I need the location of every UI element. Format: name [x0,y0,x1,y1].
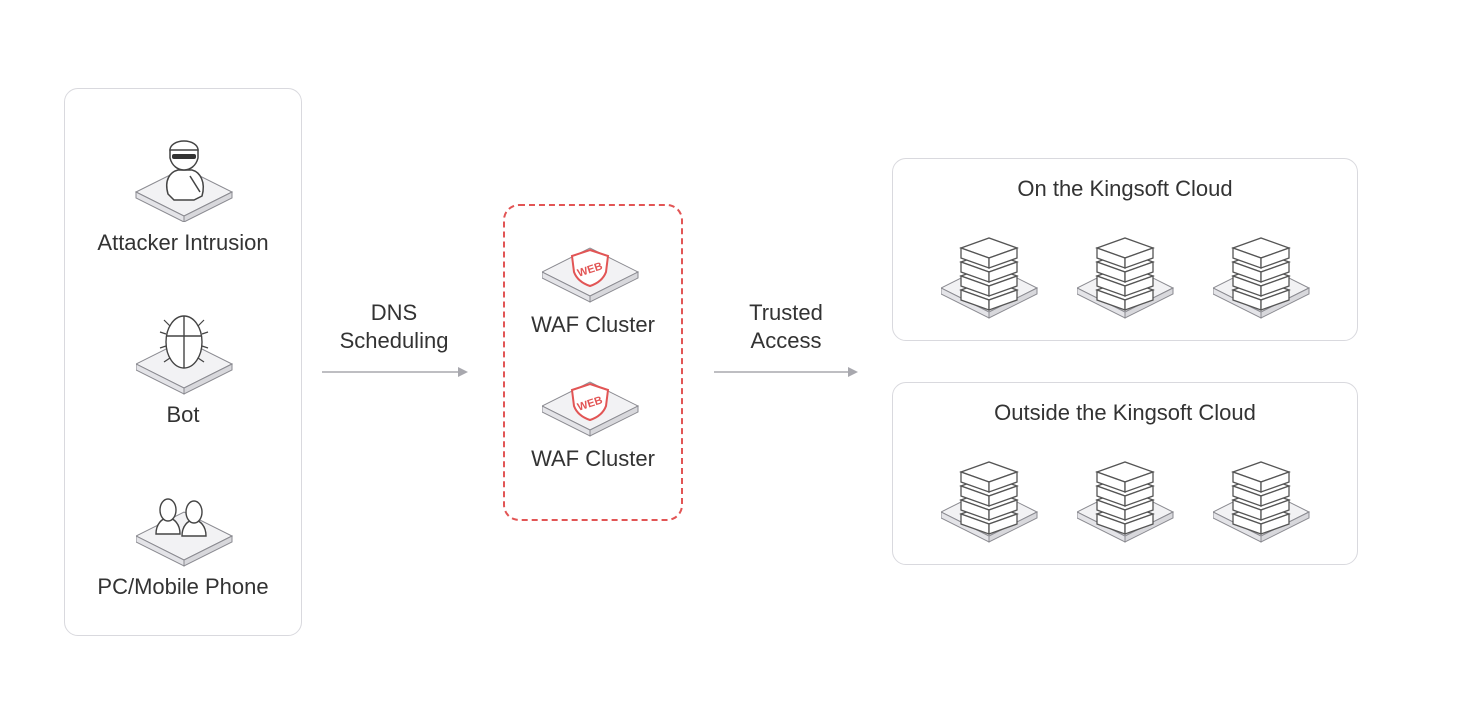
attacker-icon [134,136,234,227]
dns-arrow [322,364,472,385]
waf-shield-icon: WEB [541,240,642,311]
waf-cluster-label-2: WAF Cluster [531,446,655,471]
server-icon [941,458,1041,553]
waf-cluster-panel [503,204,683,521]
server-icon [941,234,1041,329]
trusted-arrow [714,364,864,385]
bot-label: Bot [166,402,200,427]
server-icon [1077,458,1177,553]
pc-mobile-label: PC/Mobile Phone [97,574,269,599]
waf-shield-icon: WEB [541,374,642,445]
on-cloud-title: On the Kingsoft Cloud [1017,176,1233,201]
dns-label-line2: Scheduling [339,328,449,353]
attacker-label: Attacker Intrusion [97,230,269,255]
bot-icon [135,306,236,401]
off-cloud-title: Outside the Kingsoft Cloud [994,400,1256,425]
server-icon [1213,458,1313,553]
server-icon [1077,234,1177,329]
dns-scheduling-label: DNS Scheduling [318,299,470,355]
dns-label-line1: DNS [370,300,418,325]
trusted-label-line1: Trusted [749,300,823,325]
users-icon [135,490,236,575]
trusted-access-label: Trusted Access [710,299,862,355]
server-icon [1213,234,1313,329]
trusted-label-line2: Access [750,328,822,353]
waf-cluster-label-1: WAF Cluster [531,312,655,337]
